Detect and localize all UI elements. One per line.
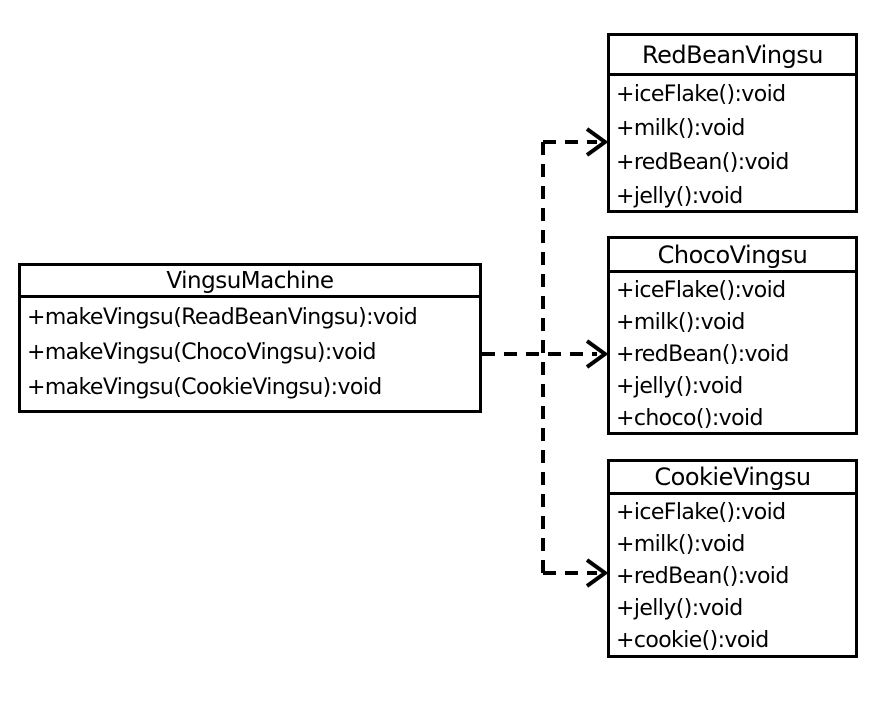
method-label: +makeVingsu(CookieVingsu):void xyxy=(27,375,382,400)
method-label: +redBean():void xyxy=(616,150,789,175)
open-arrowhead-icon xyxy=(585,558,609,588)
class-box-vingsumachine: VingsuMachine +makeVingsu(ReadBeanVingsu… xyxy=(18,263,482,413)
method-label: +makeVingsu(ReadBeanVingsu):void xyxy=(27,305,418,330)
method-label: +choco():void xyxy=(616,406,763,431)
method-label: +iceFlake():void xyxy=(616,278,786,303)
method-label: +iceFlake():void xyxy=(616,82,786,107)
method-label: +cookie():void xyxy=(616,628,769,653)
class-methods: +iceFlake():void +milk():void +redBean()… xyxy=(610,273,855,435)
open-arrowhead-icon xyxy=(585,127,609,157)
class-methods: +iceFlake():void +milk():void +redBean()… xyxy=(610,495,855,657)
method-label: +jelly():void xyxy=(616,184,743,209)
open-arrowhead-icon xyxy=(585,339,609,369)
method-label: +iceFlake():void xyxy=(616,500,786,525)
class-box-cookievingsu: CookieVingsu +iceFlake():void +milk():vo… xyxy=(607,459,858,658)
class-name: VingsuMachine xyxy=(21,266,479,298)
class-box-chocovingsu: ChocoVingsu +iceFlake():void +milk():voi… xyxy=(607,236,858,435)
class-methods: +iceFlake():void +milk():void +redBean()… xyxy=(610,76,855,214)
class-name: RedBeanVingsu xyxy=(610,36,855,76)
class-methods: +makeVingsu(ReadBeanVingsu):void +makeVi… xyxy=(21,298,479,405)
method-label: +jelly():void xyxy=(616,596,743,621)
method-label: +redBean():void xyxy=(616,564,789,589)
method-label: +makeVingsu(ChocoVingsu):void xyxy=(27,340,376,365)
method-label: +redBean():void xyxy=(616,342,789,367)
class-name: ChocoVingsu xyxy=(610,239,855,273)
class-box-redbeanvingsu: RedBeanVingsu +iceFlake():void +milk():v… xyxy=(607,33,858,213)
method-label: +milk():void xyxy=(616,310,745,335)
class-name: CookieVingsu xyxy=(610,462,855,495)
method-label: +milk():void xyxy=(616,116,745,141)
method-label: +milk():void xyxy=(616,532,745,557)
method-label: +jelly():void xyxy=(616,374,743,399)
